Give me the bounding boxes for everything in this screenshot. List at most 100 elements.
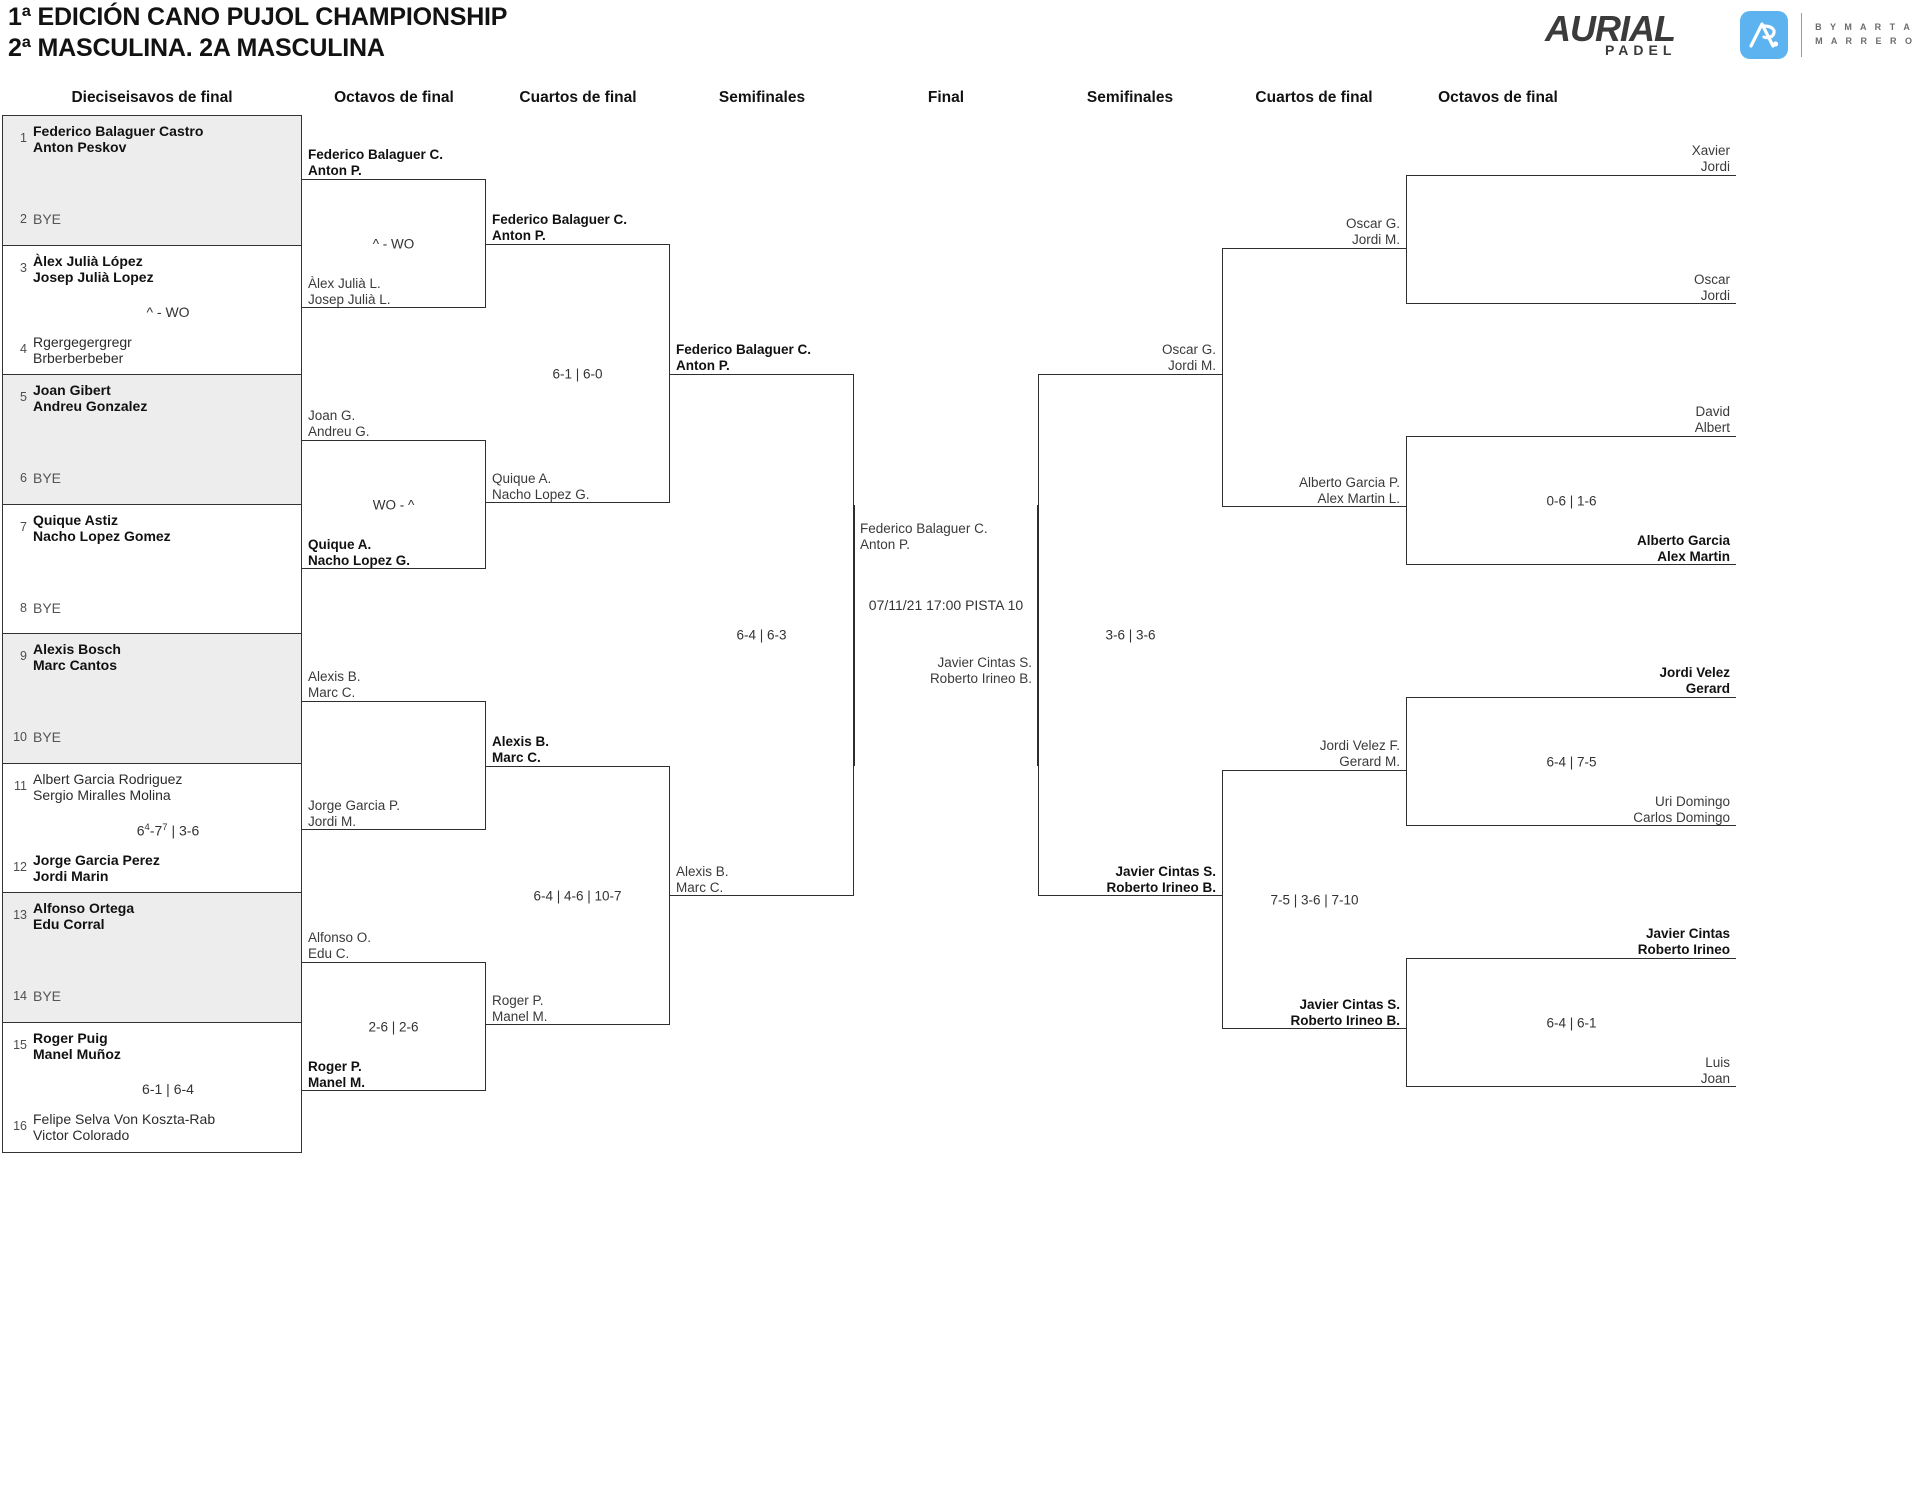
right-qf-2-team-top[interactable]: Jordi Velez F.Gerard M.	[1319, 738, 1400, 770]
seed-team-name-6: BYE	[33, 470, 62, 486]
left-qf-1-team-bottom[interactable]: Quique A.Nacho Lopez G.	[492, 471, 590, 503]
left-r16-3-team-top[interactable]: Alexis B.Marc C.	[308, 669, 361, 701]
final-match-info: 07/11/21 17:00 PISTA 10	[868, 597, 1024, 613]
right-r16-4-box: 6-4 | 6-1	[1406, 958, 1736, 1087]
left-r16-2-team-bottom[interactable]: Quique A.Nacho Lopez G.	[308, 537, 411, 569]
seed-number-5: 5	[20, 390, 27, 404]
right-qf-2-team-bottom[interactable]: Javier Cintas S.Roberto Irineo B.	[1290, 997, 1400, 1029]
right-sf-team-bottom[interactable]: Javier Cintas S.Roberto Irineo B.	[1106, 864, 1216, 896]
seed-team-name-2: BYE	[33, 211, 62, 227]
seed-number-7: 7	[20, 519, 27, 534]
seed-number-16: 16	[13, 1118, 27, 1133]
round-header-4: Final	[927, 89, 965, 106]
right-r16-2-score: 0-6 | 1-6	[1546, 493, 1597, 508]
right-sf-score: 3-6 | 3-6	[1105, 627, 1156, 643]
left-qf-1-box: 6-1 | 6-0	[486, 244, 670, 503]
right-r16-3-score: 6-4 | 7-5	[1546, 754, 1597, 769]
left-r16-4-team-top[interactable]: Alfonso O.Edu C.	[308, 930, 372, 962]
round-header-0: Dieciseisavos de final	[71, 89, 233, 106]
left-r16-3-team-bottom[interactable]: Jorge Garcia P.Jordi M.	[308, 798, 401, 830]
round-header-6: Cuartos de final	[1255, 89, 1373, 106]
left-r16-2-score: WO - ^	[372, 497, 415, 512]
seed-entry-6[interactable]: 6 BYE	[3, 463, 301, 486]
seed-number-15: 15	[13, 1037, 27, 1052]
left-sf-box: 6-4 | 6-3	[670, 374, 854, 896]
right-r16-2-box: 0-6 | 1-6	[1406, 436, 1736, 565]
final-team-top[interactable]: Federico Balaguer C.Anton P.	[860, 521, 988, 553]
by-line-1: B Y M A R T A	[1815, 22, 1913, 33]
right-qf-1-team-bottom[interactable]: Alberto Garcia P.Alex Martin L.	[1298, 475, 1400, 507]
left-qf-2-team-bottom[interactable]: Roger P.Manel M.	[492, 993, 548, 1025]
left-r16-2-box: WO - ^	[302, 440, 486, 569]
left-qf-2-team-top[interactable]: Alexis B.Marc C.	[492, 734, 550, 766]
seed-number-11: 11	[14, 778, 27, 793]
right-r16-4-score: 6-4 | 6-1	[1546, 1015, 1597, 1030]
seed-number-1: 1	[20, 131, 27, 145]
left-r16-1-box: ^ - WO	[302, 179, 486, 308]
round-header-2: Cuartos de final	[519, 89, 637, 106]
right-qf-1-team-top[interactable]: Oscar G.Jordi M.	[1345, 216, 1400, 248]
right-sf-team-top[interactable]: Oscar G.Jordi M.	[1161, 342, 1216, 374]
title-line-2: 2ª MASCULINA. 2A MASCULINA	[8, 33, 385, 62]
left-r16-3-box	[302, 701, 486, 830]
final-team-bottom[interactable]: Javier Cintas S.Roberto Irineo B.	[929, 655, 1032, 687]
final-connector	[854, 505, 1038, 766]
seed-score-pair-6: 64-77 | 3-6	[136, 821, 200, 839]
seed-score-pair-8: 6-1 | 6-4	[142, 1080, 194, 1097]
round-header-7: Octavos de final	[1438, 89, 1558, 106]
round-header-5: Semifinales	[1086, 89, 1174, 106]
left-r16-4-team-bottom[interactable]: Roger P.Manel M.	[308, 1059, 366, 1091]
left-r16-1-team-bottom[interactable]: Àlex Julià L.Josep Julià L.	[308, 276, 391, 308]
left-qf-2-box: 6-4 | 4-6 | 10-7	[486, 766, 670, 1025]
left-sf-team-bottom[interactable]: Alexis B.Marc C.	[676, 864, 729, 896]
left-r16-1-score: ^ - WO	[372, 236, 415, 251]
seed-number-4: 4	[20, 341, 27, 356]
left-r16-1-team-top[interactable]: Federico Balaguer C.Anton P.	[308, 147, 444, 179]
round-header-1: Octavos de final	[334, 89, 454, 106]
left-r16-2-team-top[interactable]: Joan G.Andreu G.	[308, 408, 370, 440]
by-line-2: M A R R E R O	[1815, 36, 1915, 46]
left-sf-team-top[interactable]: Federico Balaguer C.Anton P.	[676, 342, 812, 374]
round-header-3: Semifinales	[718, 89, 806, 106]
seed-number-6: 6	[20, 471, 27, 485]
left-qf-1-team-top[interactable]: Federico Balaguer C.Anton P.	[492, 212, 628, 244]
page-title: 1ª EDICIÓN CANO PUJOL CHAMPIONSHIP 2ª MA…	[8, 2, 908, 63]
left-r16-4-score: 2-6 | 2-6	[368, 1019, 419, 1034]
seed-team-name-10: BYE	[33, 729, 62, 745]
